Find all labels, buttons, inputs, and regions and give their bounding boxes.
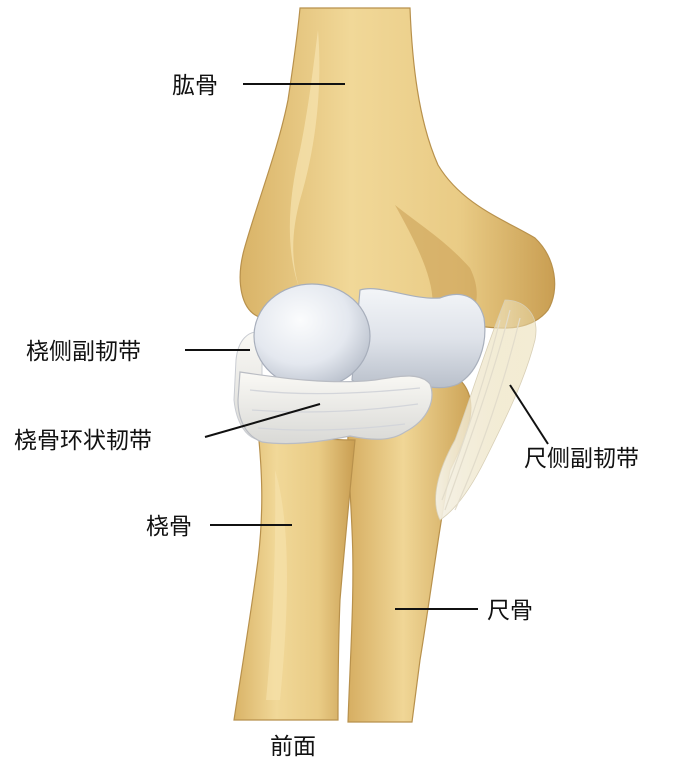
capitulum <box>254 284 370 388</box>
annular-ligament <box>238 372 432 444</box>
radius-bone <box>234 430 355 720</box>
label-ulnar-collateral-ligament: 尺侧副韧带 <box>524 446 639 472</box>
leader-ulnar-collateral <box>510 385 548 444</box>
humerus-bone <box>240 8 554 328</box>
label-radial-collateral-ligament: 桡侧副韧带 <box>26 339 141 365</box>
label-radius: 桡骨 <box>146 514 192 540</box>
label-humerus: 肱骨 <box>172 73 218 99</box>
label-annular-ligament: 桡骨环状韧带 <box>14 428 152 454</box>
trochlea <box>352 289 485 388</box>
label-ulna: 尺骨 <box>487 598 533 624</box>
caption-anterior-view: 前面 <box>270 734 316 760</box>
